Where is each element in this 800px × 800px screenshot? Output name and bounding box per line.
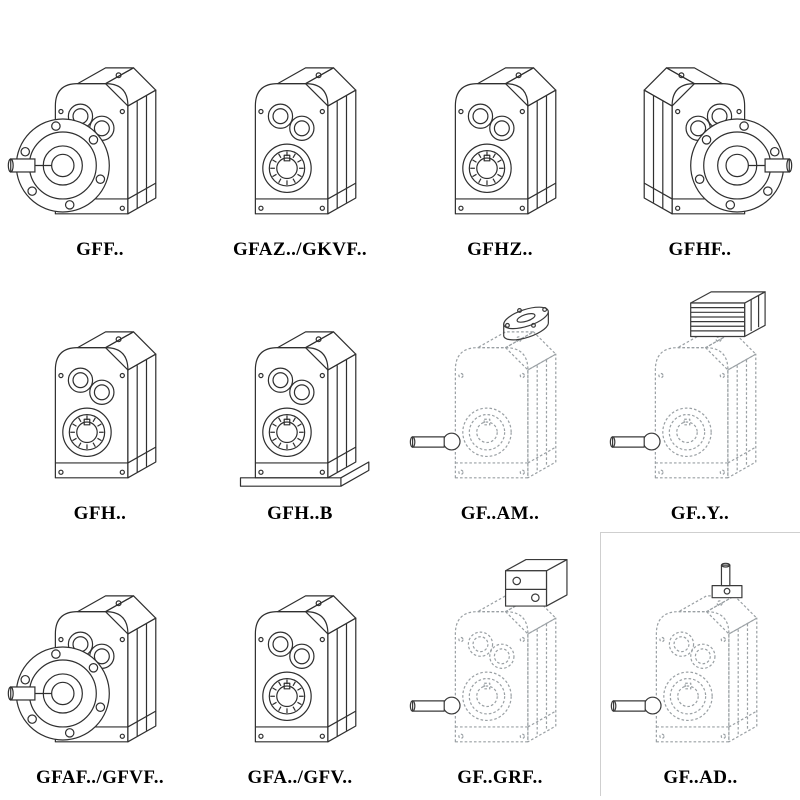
gearbox-model-label: GFAF../GFVF.. — [35, 767, 164, 788]
gearbox-cell: GF..AD.. — [600, 532, 800, 796]
gearbox-adapter-block-drawing — [409, 558, 568, 743]
gearbox-cell: GFHF.. — [600, 4, 800, 268]
gearbox-flange-mounted-drawing — [643, 67, 793, 215]
gearbox-hollow-shaft-drawing — [454, 67, 557, 215]
gearbox-cell: GFHZ.. — [400, 4, 600, 268]
gearbox-model-label: GFA../GFV.. — [247, 767, 353, 788]
gearbox-hollow-shaft-drawing — [254, 595, 357, 743]
gearbox-model-label: GF..AD.. — [663, 767, 738, 788]
gearbox-model-label: GF..Y.. — [670, 503, 730, 524]
gearbox-cell: GFH..B — [200, 268, 400, 532]
gearbox-iec-adapter-flange-drawing — [409, 306, 557, 479]
gearbox-cell: GFF.. — [0, 4, 200, 268]
gearbox-flange-mounted-drawing — [7, 595, 157, 743]
gearbox-cell: GFH.. — [0, 268, 200, 532]
gearbox-model-label: GFHZ.. — [467, 239, 533, 260]
gearbox-model-label: GFF.. — [76, 239, 124, 260]
gearbox-model-label: GFAZ../GKVF.. — [233, 239, 367, 260]
gearbox-cell: GFA../GFV.. — [200, 532, 400, 796]
gearbox-hollow-shaft-drawing — [254, 67, 357, 215]
gearbox-cell: GFAF../GFVF.. — [0, 532, 200, 796]
gearbox-model-label: GF..AM.. — [460, 503, 540, 524]
gearbox-cell: GF..Y.. — [600, 268, 800, 532]
gearbox-cell: GF..AM.. — [400, 268, 600, 532]
gearbox-cell: GF..GRF.. — [400, 532, 600, 796]
gearbox-model-label: GF..GRF.. — [457, 767, 543, 788]
gearbox-foot-mounted-drawing — [239, 331, 370, 487]
gearbox-with-motor-drawing — [609, 291, 766, 479]
gearbox-flange-mounted-drawing — [7, 67, 157, 215]
gearbox-model-label: GFH.. — [73, 503, 127, 524]
gearbox-cell: GFAZ../GKVF.. — [200, 4, 400, 268]
gearbox-model-label: GFHF.. — [668, 239, 732, 260]
gearbox-model-label: GFH..B — [267, 503, 333, 524]
gearbox-hollow-shaft-drawing — [54, 331, 157, 479]
gearbox-input-shaft-adapter-drawing — [610, 562, 757, 743]
